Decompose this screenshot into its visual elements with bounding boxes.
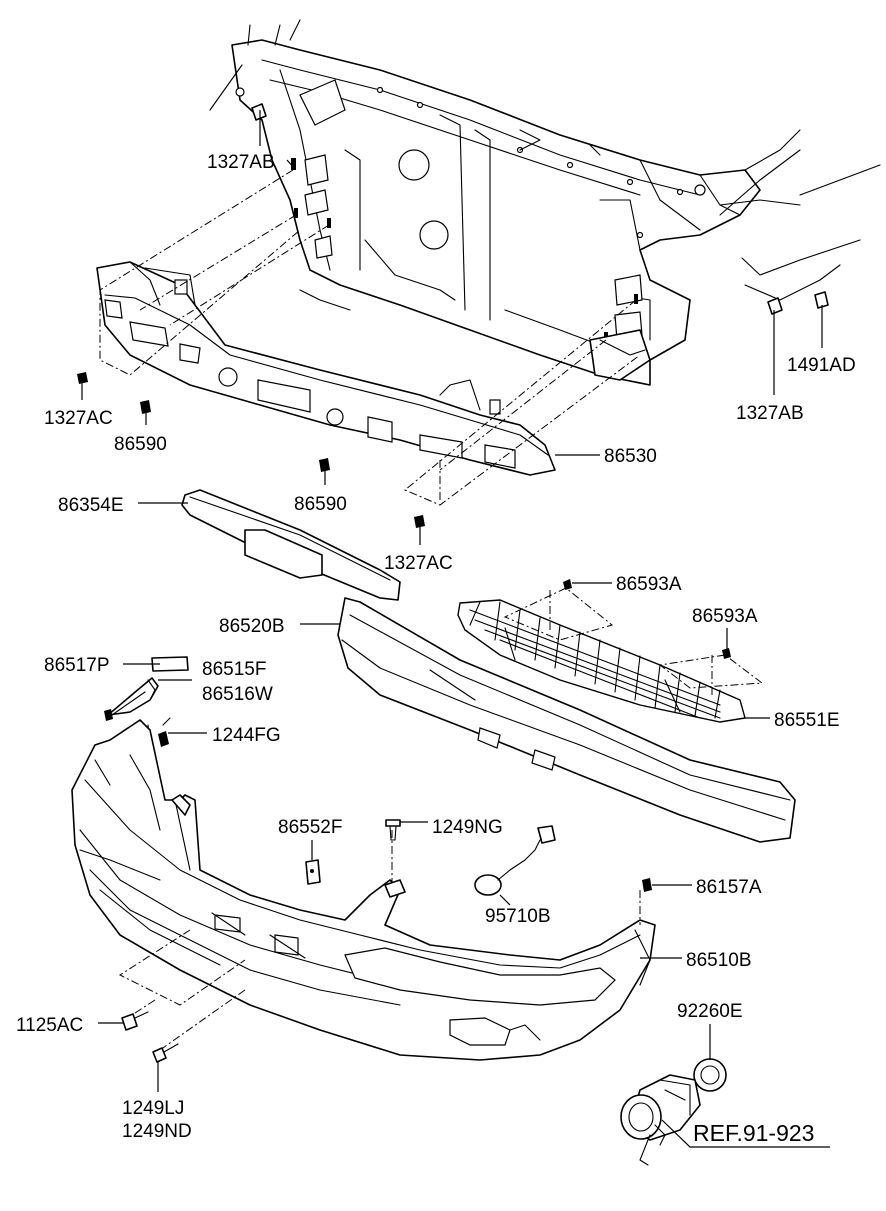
label-1249lj: 1249LJ <box>122 1098 184 1119</box>
label-reference: REF.91-923 <box>693 1120 814 1146</box>
label-86593a-b: 86593A <box>692 606 758 627</box>
label-86517p: 86517P <box>44 655 110 676</box>
clip-fasteners-top <box>77 103 829 528</box>
label-95710b: 95710B <box>485 906 551 927</box>
label-86516w: 86516W <box>202 684 273 705</box>
cover-alignment-lines <box>118 830 641 1051</box>
screw-1249ng <box>384 819 406 898</box>
part-labels: 1327AB 1491AD 1327AB 1327AC 86590 86530 … <box>16 152 856 1146</box>
label-86590-a: 86590 <box>114 434 167 455</box>
bumper-molding-strip <box>181 489 401 601</box>
leader-lines <box>81 110 830 1148</box>
label-92260e: 92260E <box>677 1001 743 1022</box>
fog-lamp-assembly <box>620 1058 727 1166</box>
label-86593a-a: 86593A <box>616 574 682 595</box>
sensor-95710b <box>474 825 556 896</box>
label-86552f: 86552F <box>278 817 342 838</box>
license-bracket <box>305 859 321 885</box>
label-1249ng: 1249NG <box>432 817 503 838</box>
label-1327ab-right: 1327AB <box>736 403 804 424</box>
label-1327ac-center: 1327AC <box>384 553 453 574</box>
label-1249nd: 1249ND <box>122 1121 192 1142</box>
label-1327ab-top: 1327AB <box>207 152 275 173</box>
label-86515f: 86515F <box>202 659 266 680</box>
energy-absorber <box>337 597 796 843</box>
label-1491ad: 1491AD <box>787 355 856 376</box>
label-86551e: 86551E <box>774 710 840 731</box>
radiator-support-panel <box>209 19 881 386</box>
bolts-lower <box>121 1011 179 1063</box>
label-86354e: 86354E <box>58 495 124 516</box>
label-86157a: 86157A <box>696 877 762 898</box>
label-86530: 86530 <box>604 446 657 467</box>
label-86590-b: 86590 <box>294 494 347 515</box>
side-bracket <box>104 656 189 747</box>
bumper-beam <box>96 261 651 476</box>
label-1327ac-left: 1327AC <box>44 408 113 429</box>
label-86520b: 86520B <box>219 616 285 637</box>
grille-alignment-lines <box>503 587 764 695</box>
label-86510b: 86510B <box>686 950 752 971</box>
clip-86157a <box>642 878 652 892</box>
lower-grille <box>457 579 746 723</box>
label-1125ac: 1125AC <box>16 1015 83 1036</box>
label-1244fg: 1244FG <box>212 725 281 746</box>
beam-alignment-lines <box>99 169 641 506</box>
bumper-cover <box>71 719 656 1061</box>
